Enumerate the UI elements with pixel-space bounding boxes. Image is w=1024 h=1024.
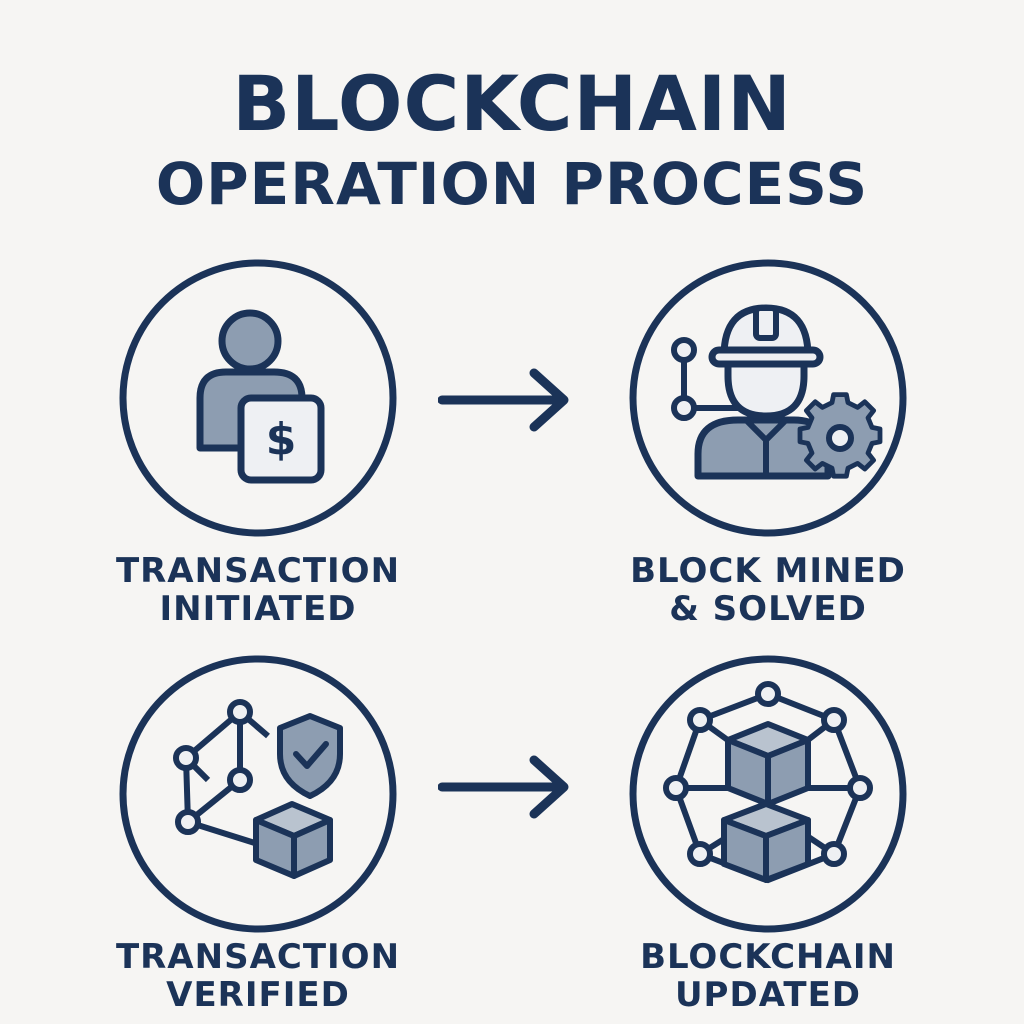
step-label-line: UPDATED <box>674 975 862 1015</box>
step-label-line: BLOCKCHAIN <box>640 937 896 977</box>
step-label-transaction-initiated: TRANSACTION INITIATED <box>93 552 423 628</box>
network-shield-block-icon <box>119 655 397 933</box>
step-label-line: TRANSACTION <box>115 551 401 591</box>
step-label-blockchain-updated: BLOCKCHAIN UPDATED <box>603 938 933 1014</box>
step-label-line: & SOLVED <box>669 589 867 629</box>
arrow-right-icon <box>438 368 569 432</box>
arrow-right-icon <box>438 755 569 819</box>
dollar-symbol: $ <box>266 414 297 465</box>
connected-blocks-icon <box>629 655 907 933</box>
step-label-block-mined: BLOCK MINED & SOLVED <box>603 552 933 628</box>
step-label-line: VERIFIED <box>166 975 350 1015</box>
step-label-transaction-verified: TRANSACTION VERIFIED <box>93 938 423 1014</box>
person-with-dollar-icon: $ <box>119 259 397 537</box>
miner-with-gear-icon <box>629 259 907 537</box>
step-label-line: TRANSACTION <box>115 937 401 977</box>
step-label-line: INITIATED <box>159 589 357 629</box>
title-line-2: OPERATION PROCESS <box>155 150 869 218</box>
title-line-1: BLOCKCHAIN <box>232 59 792 148</box>
step-label-line: BLOCK MINED <box>630 551 906 591</box>
